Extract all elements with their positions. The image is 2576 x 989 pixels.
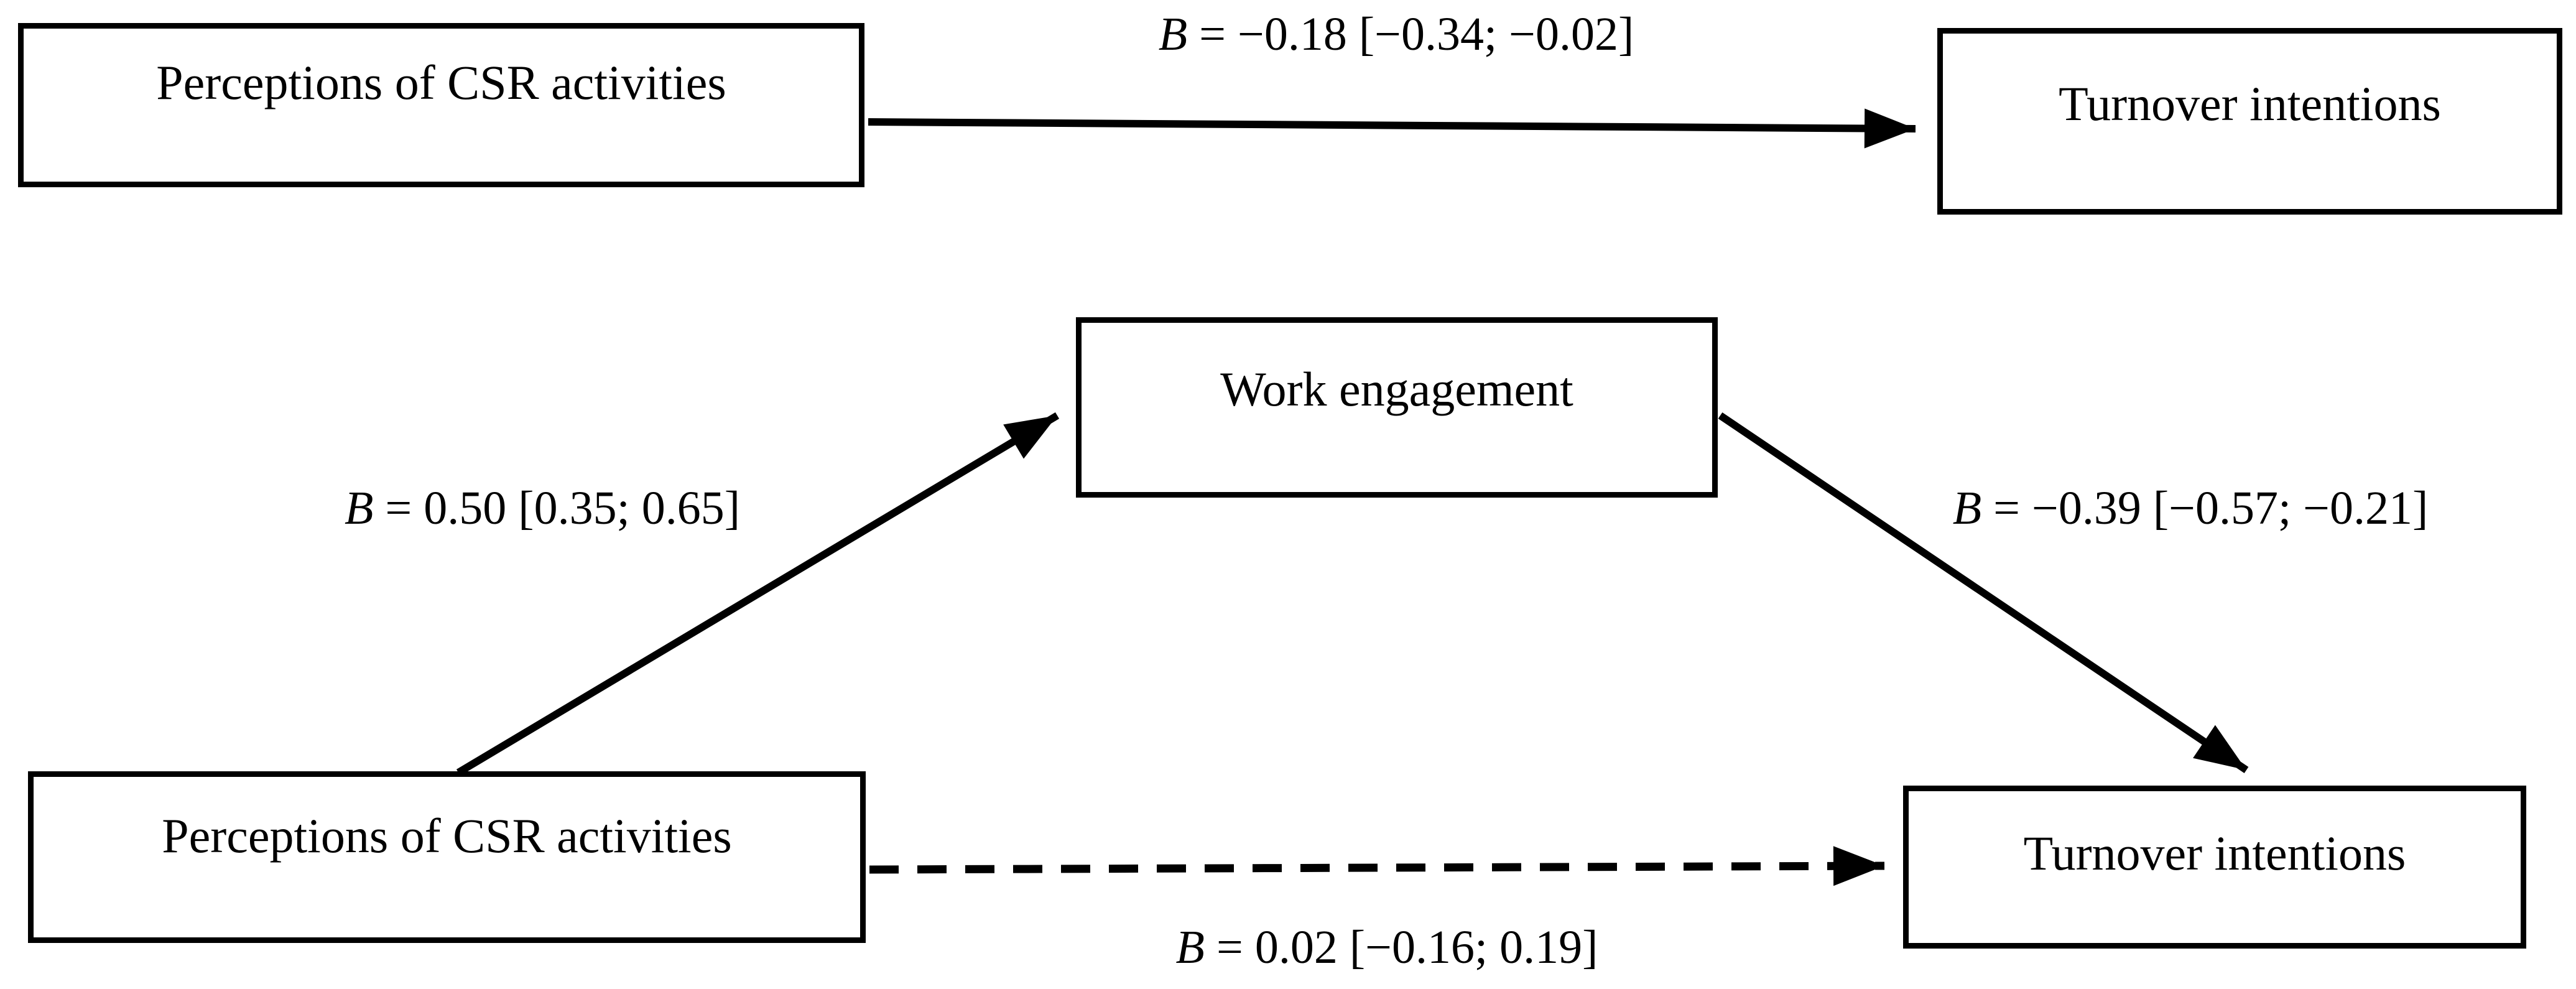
box-bottom-predictor: Perceptions of CSR activities xyxy=(28,771,866,943)
box-top-outcome: Turnover intentions xyxy=(1937,28,2562,215)
arrow-path-b xyxy=(1718,412,2249,773)
coefficient-symbol: B xyxy=(344,482,374,534)
box-top-predictor: Perceptions of CSR activities xyxy=(18,23,864,187)
path-label-c-prime: B = 0.02 [−0.16; 0.19] xyxy=(1176,919,1598,976)
box-mediator: Work engagement xyxy=(1076,317,1718,498)
box-bottom-predictor-label: Perceptions of CSR activities xyxy=(162,809,732,863)
path-label-b: B = −0.39 [−0.57; −0.21] xyxy=(1953,480,2429,537)
path-label-a: B = 0.50 [0.35; 0.65] xyxy=(345,480,740,537)
box-bottom-outcome-label: Turnover intentions xyxy=(2023,826,2406,880)
coefficient-symbol: B xyxy=(1158,8,1188,60)
coefficient-value: = 0.02 [−0.16; 0.19] xyxy=(1204,921,1598,973)
coefficient-value: = 0.50 [0.35; 0.65] xyxy=(373,482,741,534)
box-mediator-label: Work engagement xyxy=(1220,362,1573,416)
box-top-predictor-label: Perceptions of CSR activities xyxy=(156,55,726,109)
arrow-total-effect xyxy=(868,108,1916,149)
coefficient-symbol: B xyxy=(1175,921,1205,973)
arrow-path-c-prime-dashed xyxy=(869,846,1885,886)
coefficient-value: = −0.39 [−0.57; −0.21] xyxy=(1981,482,2429,534)
path-label-total-effect: B = −0.18 [−0.34; −0.02] xyxy=(1159,6,1634,63)
box-top-outcome-label: Turnover intentions xyxy=(2059,77,2441,131)
arrow-path-a xyxy=(456,412,1060,776)
box-bottom-outcome: Turnover intentions xyxy=(1903,786,2526,949)
coefficient-symbol: B xyxy=(1952,482,1982,534)
coefficient-value: = −0.18 [−0.34; −0.02] xyxy=(1187,8,1634,60)
